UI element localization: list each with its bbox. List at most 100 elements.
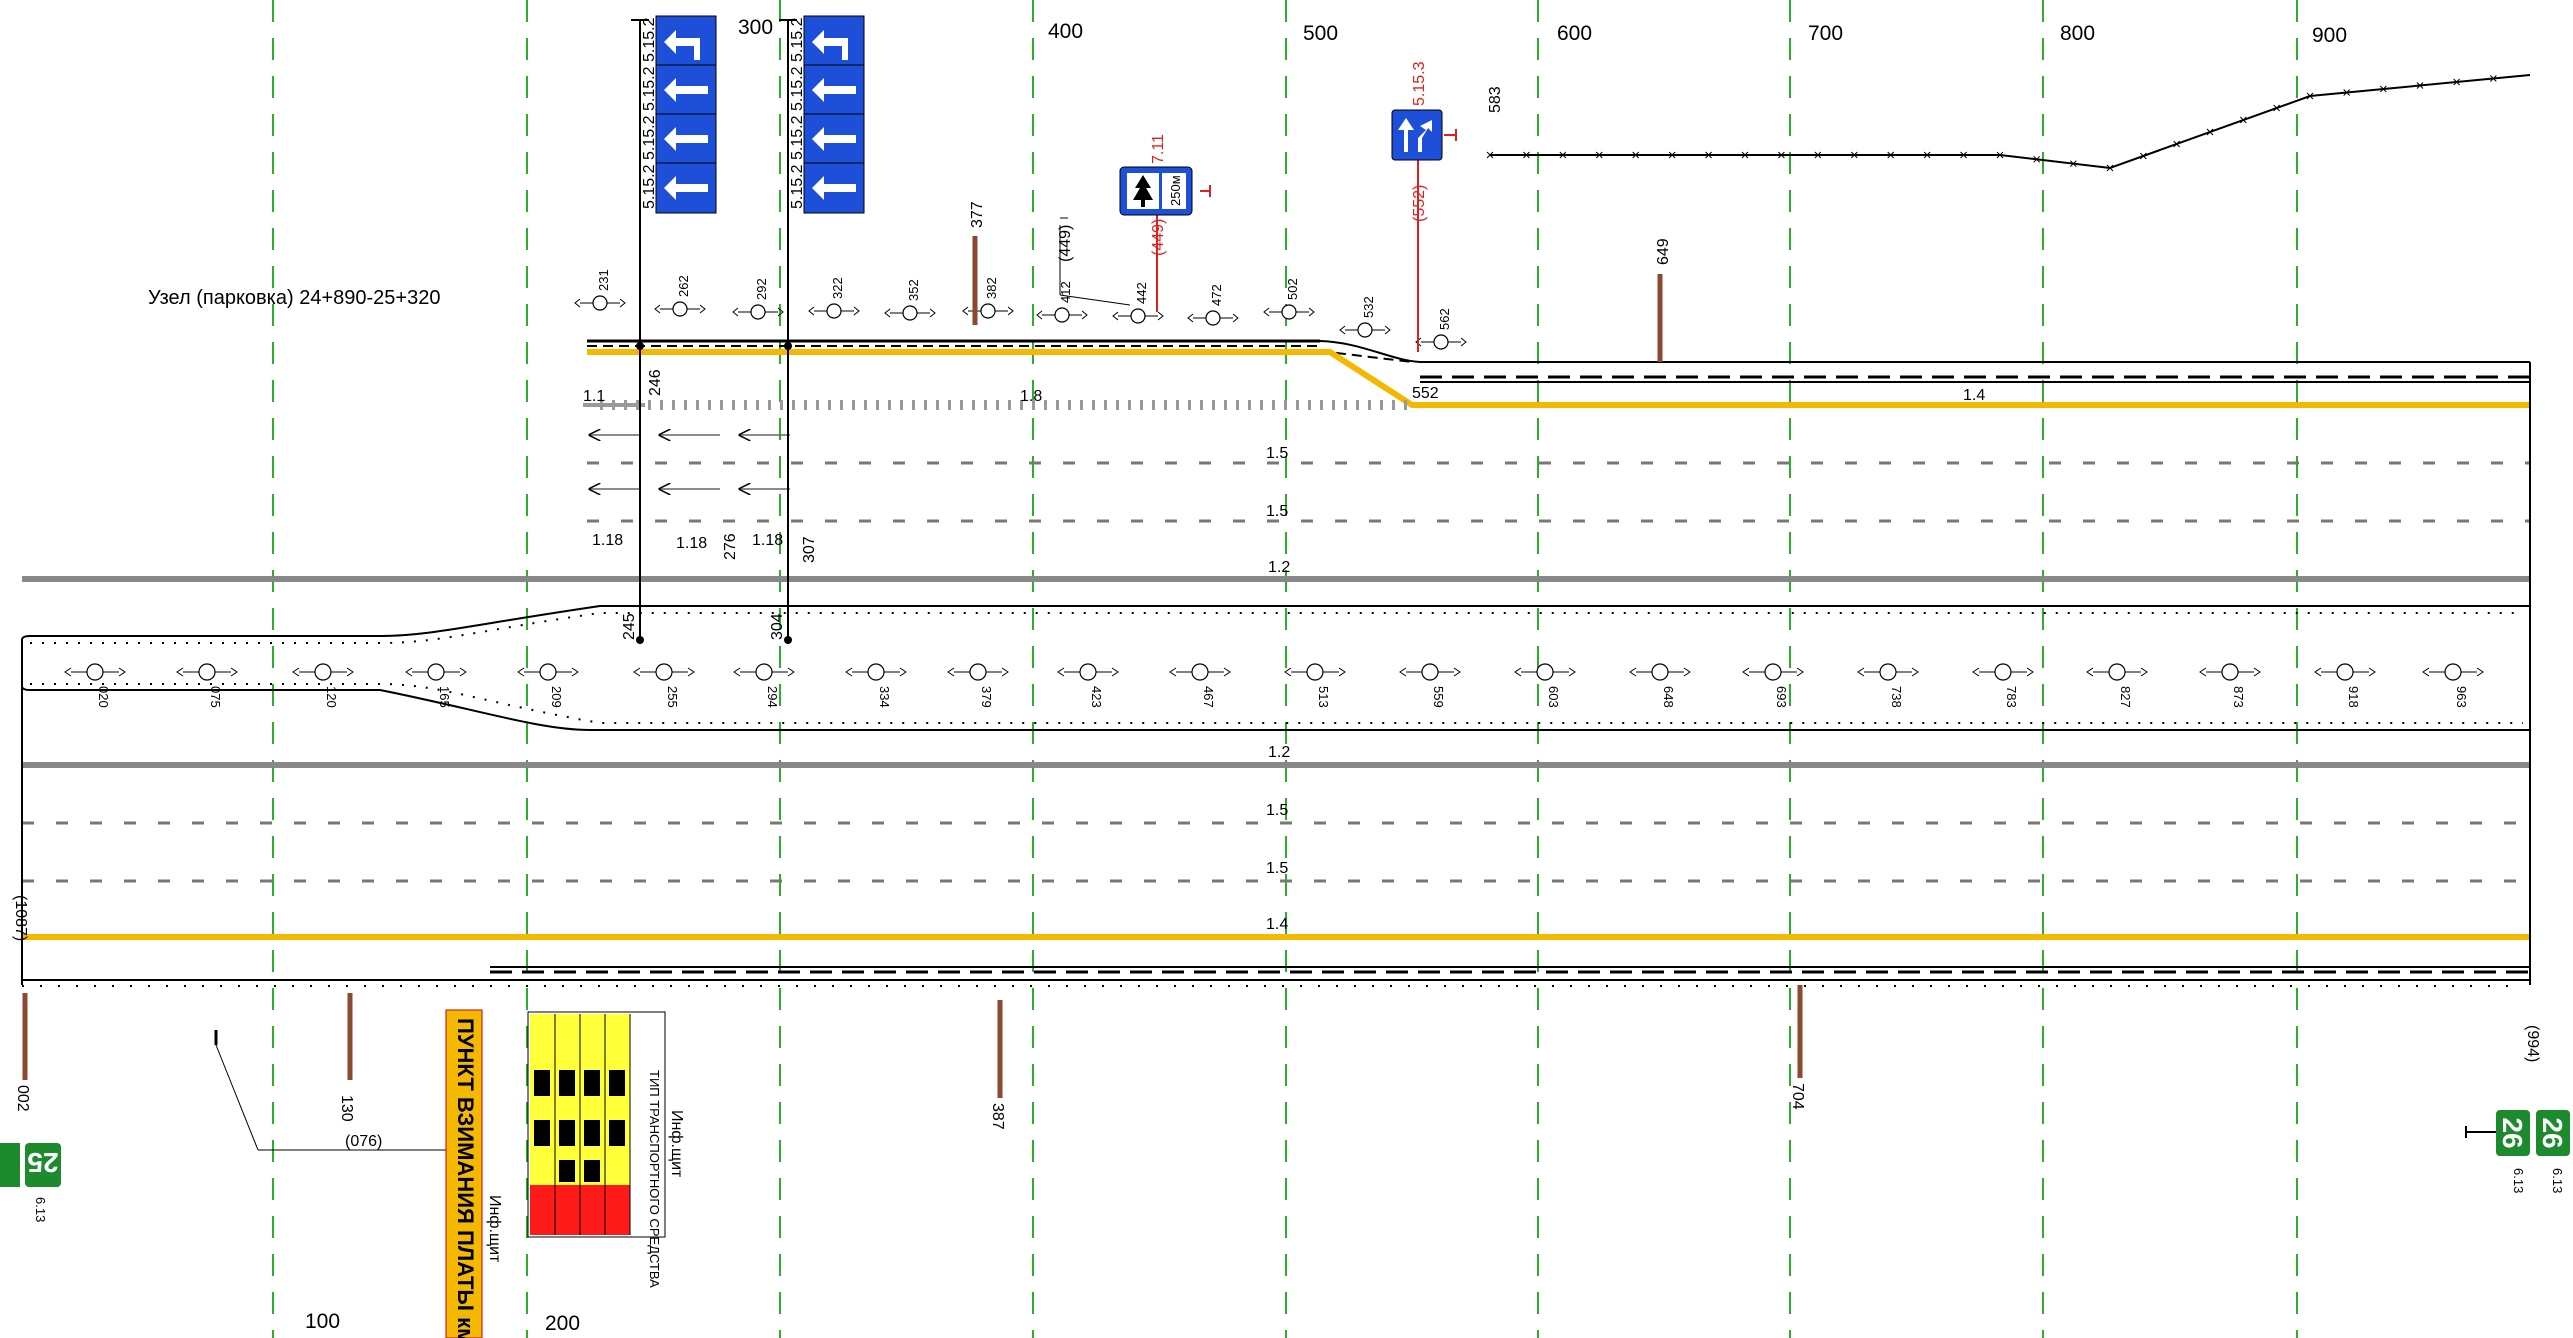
top-lamp-label: 562 xyxy=(1437,308,1452,330)
fence-mark xyxy=(2416,82,2424,89)
fence-mark xyxy=(1559,151,1567,159)
median-lamp: 918 xyxy=(2314,663,2376,708)
toll-board-table-title: ТИП ТРАНСПОРТНОГО СРЕДСТВА xyxy=(647,1070,662,1288)
median-lamp: 827 xyxy=(2086,663,2148,708)
km-sign-25: 25 6.13 (1087) xyxy=(0,895,61,1222)
marking-1-2-bot-label: 1.2 xyxy=(1268,744,1290,761)
fence-mark xyxy=(1887,151,1895,159)
top-lamp: 231 xyxy=(574,269,626,311)
yellow-line-top xyxy=(587,349,2530,408)
marking-1-5-d-label: 1.5 xyxy=(1266,860,1288,877)
post-label-304: 304 xyxy=(769,613,786,640)
median-lamp: 467 xyxy=(1169,663,1231,708)
gantry-right xyxy=(779,19,797,644)
top-lamp: 412 xyxy=(1036,281,1088,323)
median-lamp: 783 xyxy=(1972,663,2034,708)
marking-1-5-c-label: 1.5 xyxy=(1266,802,1288,819)
median-lamp: 513 xyxy=(1284,663,1346,708)
toll-board-infoboard-label: Инф.щит xyxy=(486,1195,503,1263)
sign-5-15-2-label: 5.15.2 xyxy=(789,115,806,160)
sign-5-15-3: 5.15.3 (552) xyxy=(1391,61,1457,352)
bottom-road-edge xyxy=(21,362,2531,987)
station-labels: 100 200 300 400 500 600 700 800 900 xyxy=(305,16,2347,1335)
fence-marks xyxy=(1486,75,2497,172)
sign-7-11: 250м 7.11 (449) xyxy=(1119,134,1211,312)
leader-449: (449) xyxy=(1057,217,1131,306)
post-label-246: 246 xyxy=(647,369,664,396)
sign-5-15-3-position: (552) xyxy=(1411,185,1428,222)
marking-1-4-top-label: 1.4 xyxy=(1963,387,1985,404)
median-lamp-label: 423 xyxy=(1089,686,1104,708)
median-lamp: 559 xyxy=(1399,663,1461,708)
fence-mark xyxy=(1668,151,1676,159)
median-lamp: 648 xyxy=(1629,663,1691,708)
km-sign-26: 26 26 6.13 6.13 (994) xyxy=(2465,1025,2570,1193)
post-label-276: 276 xyxy=(722,533,739,560)
median-lamp-label: 294 xyxy=(765,686,780,708)
sign-5-15-3-label: 5.15.3 xyxy=(1411,61,1428,106)
sign-7-11-label: 7.11 xyxy=(1150,134,1167,164)
fence-mark xyxy=(1523,151,1530,159)
median-lamp-label: 873 xyxy=(2231,686,2246,708)
fence-mark xyxy=(1632,151,1640,159)
top-lamp: 532 xyxy=(1339,296,1391,338)
km-sign-26-value-a: 26 xyxy=(2497,1117,2528,1148)
post-label-307: 307 xyxy=(801,536,818,563)
turn-arrows xyxy=(590,435,790,489)
top-lamp-label: 412 xyxy=(1058,281,1073,303)
median-outline xyxy=(21,605,2531,731)
fence-mark xyxy=(2239,116,2247,124)
top-road-edge xyxy=(587,339,2530,383)
fence-mark xyxy=(2106,164,2114,172)
station-label-800: 800 xyxy=(2060,22,2095,45)
median-lamp-label: 648 xyxy=(1661,686,1676,708)
median-lamp: 738 xyxy=(1857,663,1919,708)
median-lamp-label: 075 xyxy=(208,686,223,708)
km-sign-26-code-b: 6.13 xyxy=(2550,1168,2565,1193)
fence-mark xyxy=(2343,89,2351,96)
median-lamp: 423 xyxy=(1057,663,1119,708)
fence-mark xyxy=(1814,151,1822,159)
leader-449-label: (449) xyxy=(1057,225,1074,262)
median-lamp-label: 963 xyxy=(2454,686,2469,708)
post-label-002: 002 xyxy=(14,1085,31,1112)
top-lamp-label: 532 xyxy=(1361,296,1376,318)
fence-mark xyxy=(2273,104,2281,112)
top-lamp: 502 xyxy=(1263,278,1315,320)
median-lamp-label: 918 xyxy=(2346,686,2361,708)
median-lamp-label: 783 xyxy=(2004,686,2019,708)
fence-mark xyxy=(1778,151,1785,159)
fence-mark xyxy=(2033,155,2041,163)
median-lamp-label: 255 xyxy=(665,686,680,708)
fence-mark xyxy=(2453,78,2461,86)
median-lamp-label: 467 xyxy=(1201,686,1216,708)
sign-5-15-2-label: 5.15.2 xyxy=(641,17,658,62)
sign-5-15-2: 5.15.2 xyxy=(641,15,717,67)
toll-board: ПУНКТ ВЗИМАНИЯ ПЛАТЫ км Инф.щит ТИП ТРАН… xyxy=(445,1009,685,1338)
post-label-649: 649 xyxy=(1655,238,1672,265)
toll-board-heading: ПУНКТ ВЗИМАНИЯ ПЛАТЫ км xyxy=(453,1018,478,1338)
top-lamp-label: 382 xyxy=(984,277,999,299)
fence-mark xyxy=(1741,151,1749,159)
top-lamp: 442 xyxy=(1112,282,1164,324)
station-label-200: 200 xyxy=(545,1312,580,1335)
fence-mark xyxy=(2173,140,2181,148)
fence-mark xyxy=(1996,151,2004,159)
fence-mark xyxy=(2379,85,2387,93)
km-sign-25-code: 6.13 xyxy=(33,1197,48,1222)
marking-1-18-b-label: 1.18 xyxy=(676,535,707,552)
post-label-704: 704 xyxy=(1789,1083,1806,1110)
sign-5-15-2-label: 5.15.2 xyxy=(789,164,806,209)
median-lamp: 693 xyxy=(1742,663,1804,708)
km-sign-25-position: (1087) xyxy=(12,895,29,941)
sign-5-15-2: 5.15.2 xyxy=(789,64,865,116)
sign-5-15-2: 5.15.2 xyxy=(641,113,717,165)
fence-mark xyxy=(2206,128,2214,136)
median-lamp: 334 xyxy=(845,663,907,708)
km-sign-25-value: 25 xyxy=(27,1147,58,1178)
post-label-387: 387 xyxy=(989,1103,1006,1130)
top-lamp: 322 xyxy=(808,277,860,319)
median-lamp: 209 xyxy=(517,663,579,708)
